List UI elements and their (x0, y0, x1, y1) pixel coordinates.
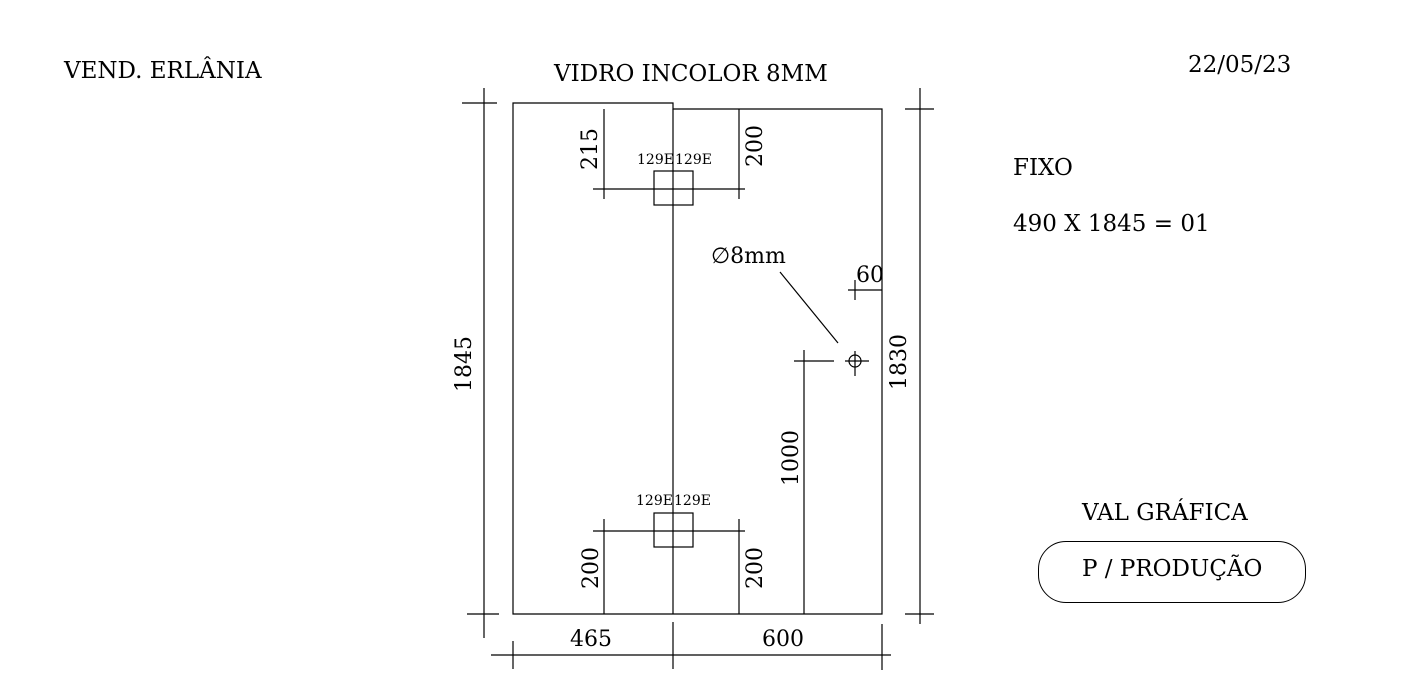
order-date: 22/05/23 (1188, 52, 1292, 78)
drawing-title: VIDRO INCOLOR 8MM (553, 61, 828, 87)
height-right-label: 1830 (887, 334, 912, 390)
hole-edge-offset-label: 60 (856, 263, 884, 288)
bottom-hinge-left-offset-label: 200 (579, 547, 604, 589)
bottom-hinge-right-offset-label: 200 (743, 547, 768, 589)
height-left-label: 1845 (452, 336, 477, 392)
vendor-name: VEND. ERLÂNIA (64, 58, 262, 84)
piece-type: FIXO (1013, 155, 1073, 181)
bottom-hinge (653, 512, 694, 548)
hole-diameter-label: ∅8mm (711, 244, 786, 269)
width-right-label: 600 (762, 627, 804, 652)
drawing-lines (462, 88, 934, 670)
top-hinge (653, 170, 694, 206)
top-hinge-left-offset-label: 215 (578, 128, 603, 170)
top-hinge-right-offset-label: 200 (743, 125, 768, 167)
production-status-label: P / PRODUÇÃO (1082, 556, 1263, 582)
production-status-badge: P / PRODUÇÃO (1038, 541, 1306, 603)
width-left-label: 465 (570, 627, 612, 652)
bottom-hinge-code-right: 129E (674, 493, 711, 509)
piece-spec: 490 X 1845 = 01 (1013, 211, 1210, 237)
company-name: VAL GRÁFICA (1082, 500, 1248, 526)
glass-panel-outline (512, 102, 883, 615)
hole-height-label: 1000 (779, 430, 804, 486)
hole-leader-line (779, 271, 839, 344)
top-hinge-code-left: 129E (637, 152, 674, 168)
bottom-hinge-code-left: 129E (636, 493, 673, 509)
top-hinge-code-right: 129E (675, 152, 712, 168)
